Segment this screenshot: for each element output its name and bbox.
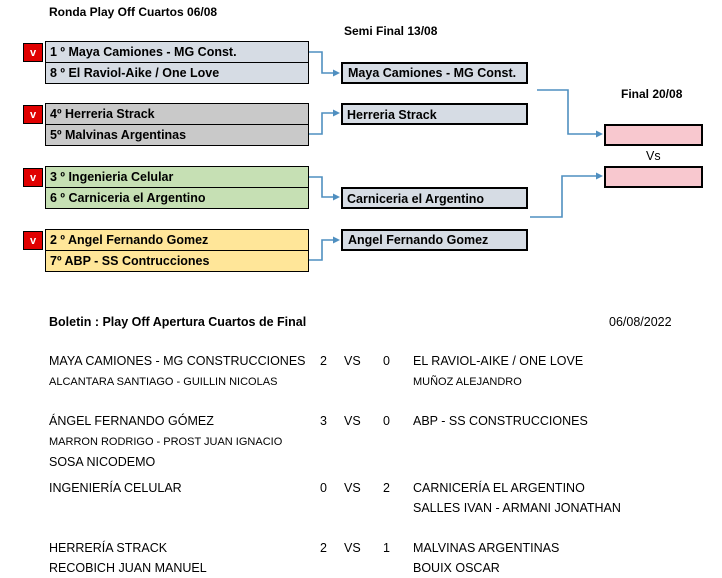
match-home-scorers-2: SOSA NICODEMO [49,455,156,469]
bulletin-date: 06/08/2022 [609,315,672,329]
connector-qf1 [308,51,337,74]
connector-qf3 [308,176,337,198]
match-home-score: 2 [320,354,327,368]
connector-sf2 [530,175,600,218]
qf2-flag[interactable]: v [23,105,43,124]
match-away-scorers: SALLES IVAN - ARMANI JONATHAN [413,501,621,515]
qf1-flag[interactable]: v [23,43,43,62]
bulletin-title: Boletin : Play Off Apertura Cuartos de F… [49,315,307,329]
match-away-scorers: BOUIX OSCAR [413,561,500,575]
connector-sf1 [537,89,600,135]
match-home-scorers: RECOBICH JUAN MANUEL [49,561,207,575]
match-away-score: 0 [383,354,390,368]
match-home-team: ÁNGEL FERNANDO GÓMEZ [49,414,214,428]
match-away-score: 1 [383,541,390,555]
match-away-team: MALVINAS ARGENTINAS [413,541,560,555]
qf1-top-team: 1 º Maya Camiones - MG Const. [45,41,309,63]
match-vs: VS [344,541,361,555]
match-home-team: HERRERÍA STRACK [49,541,168,555]
qf2-top-team: 4º Herreria Strack [45,103,309,125]
final-slot-1 [604,124,703,146]
semi-slot-1: Maya Camiones - MG Const. [341,62,528,84]
match-home-score: 0 [320,481,327,495]
match-vs: VS [344,414,361,428]
match-home-score: 3 [320,414,327,428]
qf3-flag[interactable]: v [23,168,43,187]
qf2-bottom-team: 5º Malvinas Argentinas [45,124,309,146]
qf4-top-team: 2 º Angel Fernando Gomez [45,229,309,251]
qf3-bottom-team: 6 º Carniceria el Argentino [45,187,309,209]
match-away-team: ABP - SS CONSTRUCCIONES [413,414,588,428]
match-away-score: 0 [383,414,390,428]
final-slot-2 [604,166,703,188]
semi-slot-4: Angel Fernando Gomez [341,229,528,251]
qf4-flag[interactable]: v [23,231,43,250]
semi-slot-2: Herreria Strack [341,103,528,125]
connector-qf2 [308,112,337,135]
final-header: Final 20/08 [621,87,683,101]
match-home-score: 2 [320,541,327,555]
bracket-connectors [308,51,603,261]
match-away-team: CARNICERÍA EL ARGENTINO [413,481,585,495]
match-vs: VS [344,354,361,368]
match-away-team: EL RAVIOL-AIKE / ONE LOVE [413,354,584,368]
qf3-top-team: 3 º Ingenieria Celular [45,166,309,188]
qf1-bottom-team: 8 º El Raviol-Aike / One Love [45,62,309,84]
match-home-scorers: ALCANTARA SANTIAGO - GUILLIN NICOLAS [49,376,278,388]
match-away-scorers: MUÑOZ ALEJANDRO [413,376,522,388]
match-away-score: 2 [383,481,390,495]
match-home-scorers: MARRON RODRIGO - PROST JUAN IGNACIO [49,436,283,448]
match-vs: VS [344,481,361,495]
semi-header: Semi Final 13/08 [344,24,438,38]
qf4-bottom-team: 7º ABP - SS Contrucciones [45,250,309,272]
connector-qf4 [308,239,337,261]
match-home-team: INGENIERÍA CELULAR [49,481,182,495]
final-vs-label: Vs [646,149,661,163]
semi-slot-3: Carniceria el Argentino [341,187,528,209]
round-header: Ronda Play Off Cuartos 06/08 [49,5,218,19]
match-home-team: MAYA CAMIONES - MG CONSTRUCCIONES [49,354,306,368]
